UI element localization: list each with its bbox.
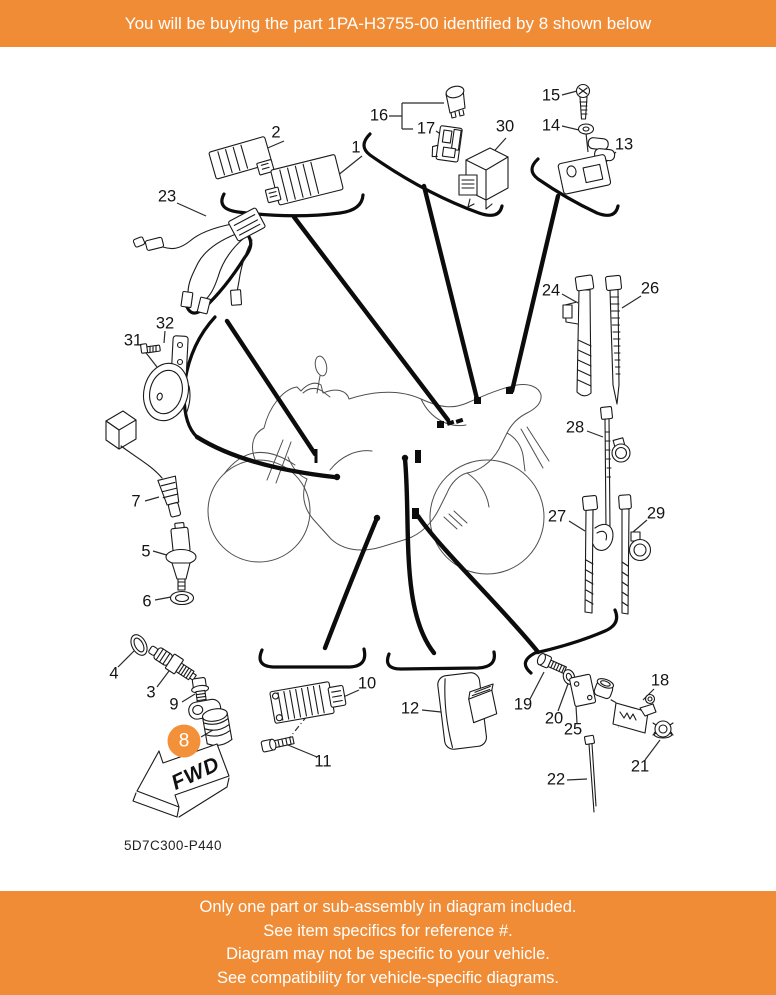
part-label-31: 31 xyxy=(123,331,143,350)
part-18-drawing xyxy=(593,678,657,734)
part-label-26: 26 xyxy=(640,279,660,298)
part-label-11: 11 xyxy=(314,752,332,771)
part-21-nut xyxy=(652,720,674,739)
part-15-screw xyxy=(575,83,591,120)
part-label-17: 17 xyxy=(416,119,436,138)
part-label-2: 2 xyxy=(271,123,281,142)
part-label-21: 21 xyxy=(630,757,650,776)
part-5-sensor xyxy=(165,522,197,591)
part-31-horn xyxy=(142,335,191,422)
top-banner-text: You will be buying the part 1PA-H3755-00… xyxy=(124,13,652,33)
part-19-bolt xyxy=(536,652,567,674)
part-16-drawing xyxy=(445,85,466,119)
part-label-18: 18 xyxy=(650,671,670,690)
part-label-6: 6 xyxy=(142,592,152,611)
part-label-1: 1 xyxy=(351,138,361,157)
part-label-14: 14 xyxy=(541,116,561,135)
part-2-drawing xyxy=(208,136,275,180)
part-20-washer xyxy=(562,669,576,685)
top-banner: You will be buying the part 1PA-H3755-00… xyxy=(0,0,776,47)
footer-line-4: See compatibility for vehicle-specific d… xyxy=(216,968,560,987)
part-3-spark-plug xyxy=(148,645,197,681)
part-6-gasket xyxy=(169,590,195,606)
part-29-drawing xyxy=(618,494,652,615)
part-12-drawing xyxy=(437,672,498,750)
part-label-24: 24 xyxy=(541,281,561,300)
footer-line-3: Diagram may not be specific to your vehi… xyxy=(226,945,550,963)
part-label-7: 7 xyxy=(131,492,141,511)
part-25-drawing xyxy=(569,673,597,707)
part-label-9: 9 xyxy=(169,695,179,714)
part-30-drawing xyxy=(458,147,509,210)
part-label-5: 5 xyxy=(141,542,151,561)
highlighted-part-badge: 8 xyxy=(167,724,201,758)
fwd-label: FWD xyxy=(167,752,224,795)
part-label-15: 15 xyxy=(541,86,561,105)
part-label-4: 4 xyxy=(109,664,119,683)
part-label-3: 3 xyxy=(146,683,156,702)
part-label-29: 29 xyxy=(646,504,666,523)
part-7-plug-cap xyxy=(157,475,182,518)
part-label-32: 32 xyxy=(155,314,175,333)
part-label-28: 28 xyxy=(565,418,585,437)
part-label-25: 25 xyxy=(563,720,583,739)
attachment-marks xyxy=(314,387,513,522)
footer-line-1: Only one part or sub-assembly in diagram… xyxy=(199,898,577,916)
bottom-banner: Only one part or sub-assembly in diagram… xyxy=(0,891,776,995)
ignition-coil-drawing xyxy=(105,410,163,479)
group-brackets xyxy=(182,132,620,675)
motorcycle-sketch xyxy=(207,355,550,575)
part-label-10: 10 xyxy=(357,674,377,693)
part-1-drawing xyxy=(264,154,344,206)
part-label-16: 16 xyxy=(369,106,389,125)
diagram-code: 5D7C300-P440 xyxy=(124,838,222,853)
part-label-23: 23 xyxy=(157,187,177,206)
leader-lines xyxy=(194,183,561,656)
part-24-drawing xyxy=(562,274,595,397)
part-4-oring xyxy=(130,634,148,656)
part-26-drawing xyxy=(604,274,623,405)
part-label-30: 30 xyxy=(495,117,515,136)
part-label-13: 13 xyxy=(614,135,634,154)
part-label-27: 27 xyxy=(547,507,567,526)
part-17-drawing xyxy=(431,125,463,163)
part-28-drawing xyxy=(599,406,631,529)
part-32-screw xyxy=(140,343,161,354)
highlighted-part-number: 8 xyxy=(178,730,190,751)
footer-line-2: See item specifics for reference #. xyxy=(263,921,513,940)
part-23-harness xyxy=(132,207,266,315)
part-11-bolt xyxy=(260,736,295,753)
part-13-drawing xyxy=(557,137,616,195)
part-27-drawing xyxy=(581,494,614,614)
part-label-19: 19 xyxy=(513,695,533,714)
part-label-12: 12 xyxy=(400,699,420,718)
part-9-bolt xyxy=(191,677,210,708)
part-14-washer xyxy=(577,123,595,135)
part-10-drawing xyxy=(269,681,347,724)
part-22-drawing xyxy=(583,734,597,813)
part-label-20: 20 xyxy=(544,709,564,728)
part-label-22: 22 xyxy=(546,770,566,789)
